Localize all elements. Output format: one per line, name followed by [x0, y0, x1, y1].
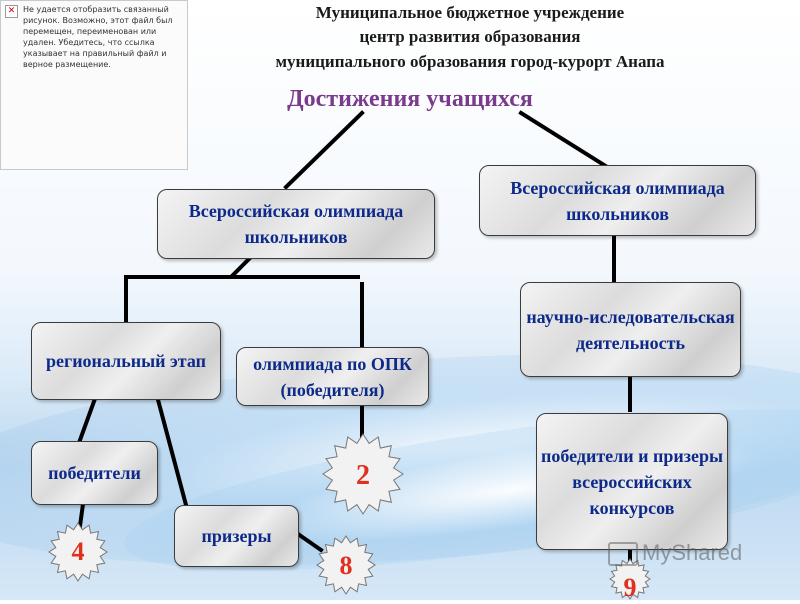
starburst-shape [48, 522, 108, 582]
box-winners: победители [31, 441, 158, 505]
connector-to-prizewinners [154, 393, 189, 508]
count-badge-opk: 2 [322, 433, 404, 515]
broken-image-message: Не удается отобразить связанный рисунок.… [23, 5, 173, 69]
presentation-icon [608, 542, 638, 567]
box-olympiad-left: Всероссийская олимпиада школьников [157, 189, 435, 259]
count-badge-contest: 9 [609, 558, 651, 600]
box-regional-stage: региональный этап [31, 322, 221, 400]
connector-prizewinners-count [295, 531, 324, 553]
watermark: MyShared [608, 540, 743, 567]
starburst-shape [609, 558, 651, 600]
connector-olympiad-left-down [230, 255, 253, 278]
box-opk-olympiad: олимпиада по ОПК (победителя) [236, 347, 429, 406]
starburst-shape [316, 535, 376, 595]
header-line-2: центр развития образования [359, 27, 581, 46]
connector-title-right [518, 110, 615, 173]
broken-image-icon: ✕ [5, 5, 18, 18]
count-badge-prizewinners: 8 [316, 535, 376, 595]
connector-title-left [283, 110, 365, 190]
box-research-activity: научно-иследовательская деятельность [520, 282, 741, 377]
count-opk: 2 [356, 460, 370, 491]
connector-to-winners [77, 393, 99, 443]
broken-image-placeholder: ✕ Не удается отобразить связанный рисуно… [0, 0, 188, 170]
header-line-3: муниципального образования город-курорт … [275, 52, 665, 71]
box-contest-winners: победители и призеры всероссийских конку… [536, 413, 728, 550]
count-contest: 9 [624, 573, 637, 600]
box-prizewinners: призеры [174, 505, 299, 567]
count-prizewinners: 8 [340, 551, 353, 580]
header-line-1: Муниципальное бюджетное учреждение [315, 3, 625, 22]
connector-winners-count [77, 501, 86, 529]
count-winners: 4 [72, 537, 85, 566]
box-olympiad-right: Всероссийская олимпиада школьников [479, 165, 756, 236]
count-badge-winners: 4 [48, 522, 108, 582]
watermark-text: MyShared [642, 540, 743, 565]
diagram-title: Достижения учащихся [287, 86, 533, 112]
starburst-shape [322, 433, 404, 515]
